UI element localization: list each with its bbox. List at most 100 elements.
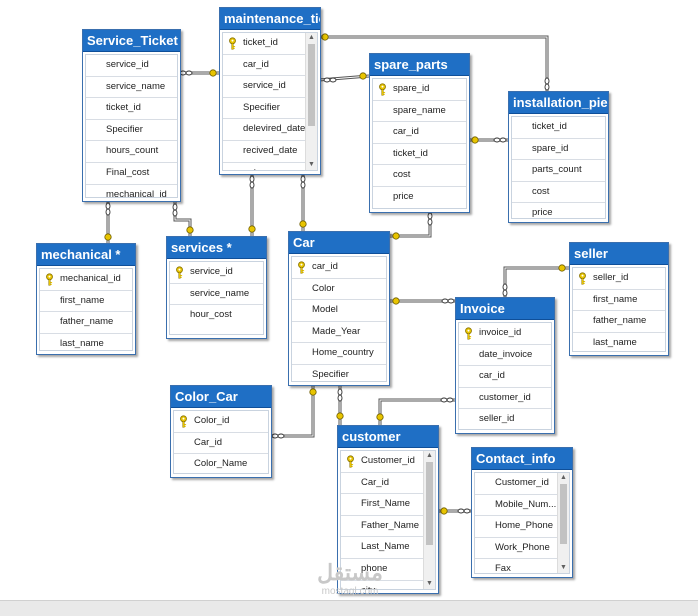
column-row[interactable]: hour_cost bbox=[170, 305, 263, 326]
column-row[interactable]: spare_name bbox=[373, 101, 466, 123]
column-row[interactable]: seller_id bbox=[459, 409, 551, 429]
table-title[interactable]: Contact_info bbox=[472, 448, 572, 470]
column-row[interactable]: Car_id bbox=[174, 433, 268, 455]
table-installation-piece[interactable]: installation_piece ticket_idspare_idparts… bbox=[508, 91, 609, 223]
table-title[interactable]: Color_Car bbox=[171, 386, 271, 408]
table-title[interactable]: customer bbox=[338, 426, 438, 448]
column-row[interactable]: last_name bbox=[40, 334, 132, 350]
column-row[interactable]: cost bbox=[512, 182, 605, 204]
column-row[interactable]: service_id bbox=[170, 262, 263, 284]
column-row[interactable]: Color bbox=[292, 279, 386, 301]
column-row[interactable]: Mobile_Num... bbox=[475, 495, 558, 517]
link-customer-invoice[interactable] bbox=[378, 398, 455, 425]
column-row[interactable]: notes bbox=[223, 163, 306, 170]
column-row[interactable]: mechanical_id bbox=[86, 185, 177, 197]
column-row[interactable]: seller_id bbox=[573, 268, 665, 290]
column-row[interactable]: Home_country bbox=[292, 343, 386, 365]
scroll-down-icon[interactable]: ▼ bbox=[308, 161, 315, 168]
column-row[interactable]: Final_cost bbox=[86, 163, 177, 185]
column-row[interactable]: service_id bbox=[223, 76, 306, 98]
vertical-scrollbar[interactable]: ▲▼ bbox=[423, 451, 435, 589]
scroll-thumb[interactable] bbox=[426, 462, 433, 545]
vertical-scrollbar[interactable]: ▲▼ bbox=[305, 33, 317, 170]
column-row[interactable]: Last_Name bbox=[341, 537, 424, 559]
column-row[interactable]: father_name bbox=[40, 312, 132, 334]
table-title[interactable]: Service_Ticket bbox=[83, 30, 180, 52]
column-row[interactable]: last_name bbox=[573, 333, 665, 351]
scroll-thumb[interactable] bbox=[560, 484, 567, 544]
link-seller-invoice[interactable] bbox=[503, 266, 569, 297]
column-row[interactable]: Fax bbox=[475, 559, 558, 573]
column-row[interactable]: car_id bbox=[459, 366, 551, 388]
link-serviceticket-services[interactable] bbox=[173, 200, 192, 236]
column-row[interactable]: city bbox=[341, 581, 424, 589]
column-row[interactable]: Work_Phone bbox=[475, 538, 558, 560]
column-row[interactable]: Father_Name bbox=[341, 516, 424, 538]
column-row[interactable]: first_name bbox=[573, 290, 665, 312]
column-row[interactable]: Color_id bbox=[174, 411, 268, 433]
table-title[interactable]: maintenance_tick bbox=[220, 8, 320, 30]
column-row[interactable]: car_id bbox=[373, 122, 466, 144]
table-title[interactable]: services * bbox=[167, 237, 266, 259]
column-row[interactable]: parts_count bbox=[512, 160, 605, 182]
scroll-down-icon[interactable]: ▼ bbox=[560, 564, 567, 571]
column-row[interactable]: ticket_id bbox=[86, 98, 177, 120]
column-row[interactable]: ticket_id bbox=[512, 117, 605, 139]
column-row[interactable]: Color_Name bbox=[174, 454, 268, 473]
table-title[interactable]: mechanical * bbox=[37, 244, 135, 266]
column-row[interactable]: invoice_id bbox=[459, 323, 551, 345]
link-spareparts-car[interactable] bbox=[389, 212, 432, 238]
column-row[interactable]: first_name bbox=[40, 291, 132, 313]
table-maintenance-ticket[interactable]: maintenance_tick ticket_idcar_idservice_i… bbox=[219, 7, 321, 175]
column-row[interactable]: price bbox=[512, 203, 605, 218]
column-row[interactable]: Specifier bbox=[292, 365, 386, 381]
column-row[interactable]: Home_Phone bbox=[475, 516, 558, 538]
column-row[interactable]: ticket_id bbox=[373, 144, 466, 166]
column-row[interactable]: hours_count bbox=[86, 141, 177, 163]
column-row[interactable]: mechanical_id bbox=[40, 269, 132, 291]
scroll-up-icon[interactable]: ▲ bbox=[308, 34, 315, 41]
column-row[interactable]: car_id bbox=[292, 257, 386, 279]
column-row[interactable]: customer_id bbox=[459, 388, 551, 410]
column-row[interactable]: Model bbox=[292, 300, 386, 322]
column-row[interactable]: Customer_id bbox=[475, 473, 558, 495]
column-row[interactable]: service_name bbox=[86, 77, 177, 99]
column-row[interactable]: date_invoice bbox=[459, 345, 551, 367]
column-row[interactable]: Made_Year bbox=[292, 322, 386, 344]
column-row[interactable]: recived_date bbox=[223, 141, 306, 163]
table-title[interactable]: Car bbox=[289, 232, 389, 254]
scroll-up-icon[interactable]: ▲ bbox=[426, 452, 433, 459]
column-row[interactable]: Specifier bbox=[223, 98, 306, 120]
scroll-down-icon[interactable]: ▼ bbox=[426, 580, 433, 587]
column-row[interactable]: spare_id bbox=[512, 139, 605, 161]
table-title[interactable]: seller bbox=[570, 243, 668, 265]
column-row[interactable]: Specifier bbox=[86, 120, 177, 142]
column-row[interactable]: ticket_id bbox=[223, 33, 306, 55]
column-row[interactable]: price bbox=[373, 187, 466, 208]
vertical-scrollbar[interactable]: ▲▼ bbox=[557, 473, 569, 573]
column-row[interactable]: First_Name bbox=[341, 494, 424, 516]
scroll-up-icon[interactable]: ▲ bbox=[560, 474, 567, 481]
link-car-colorcar[interactable] bbox=[271, 385, 315, 438]
column-row[interactable]: service_name bbox=[170, 284, 263, 306]
table-title[interactable]: spare_parts bbox=[370, 54, 469, 76]
table-title[interactable]: installation_piece bbox=[509, 92, 608, 114]
scroll-thumb[interactable] bbox=[308, 44, 315, 127]
table-title[interactable]: Invoice bbox=[456, 298, 554, 320]
column-row[interactable]: car_id bbox=[223, 55, 306, 77]
column-row[interactable]: service_id bbox=[86, 55, 177, 77]
column-row[interactable]: Car_id bbox=[341, 473, 424, 495]
column-row[interactable]: phone bbox=[341, 559, 424, 581]
column-row[interactable]: Customer_id bbox=[341, 451, 424, 473]
column-row[interactable]: delevired_date bbox=[223, 119, 306, 141]
